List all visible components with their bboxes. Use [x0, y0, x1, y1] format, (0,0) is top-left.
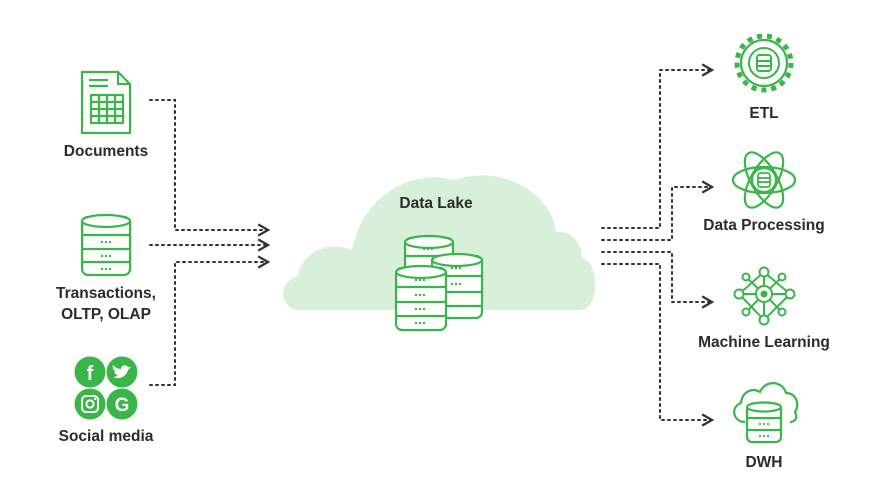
data-lake-database-icon: [394, 234, 484, 332]
neural-network-icon: [733, 266, 796, 326]
connector-social-media: [149, 255, 271, 386]
twitter-icon: [106, 356, 138, 388]
destination-label-dwh: DWH: [745, 454, 783, 471]
social-media-icons: f G: [74, 356, 138, 420]
source-label-transactions-line2: OLTP, OLAP: [61, 306, 151, 323]
connector-etl: [601, 63, 715, 229]
destination-label-data-processing: Data Processing: [703, 217, 825, 234]
source-label-documents: Documents: [63, 143, 149, 160]
atom-database-icon: [731, 151, 797, 209]
instagram-icon: [74, 388, 106, 420]
destination-label-machine-learning: Machine Learning: [698, 334, 830, 351]
source-label-transactions-line1: Transactions,: [56, 285, 156, 302]
destination-label-etl: ETL: [749, 105, 779, 122]
spreadsheet-document-icon: [80, 70, 132, 135]
gear-database-icon: [734, 33, 794, 93]
destination-connectors: [601, 63, 715, 427]
database-stack-icon: [80, 213, 132, 277]
database-dots: [414, 247, 462, 325]
connector-data-processing: [601, 180, 715, 241]
connector-documents: [149, 99, 271, 237]
svg-text:f: f: [87, 363, 94, 385]
source-connectors: [149, 99, 271, 386]
connector-dwh: [601, 263, 715, 427]
svg-text:G: G: [115, 395, 130, 416]
source-label-social-media: Social media: [58, 428, 154, 445]
facebook-icon: f: [74, 356, 106, 388]
data-lake-title: Data Lake: [399, 195, 473, 212]
cloud-database-icon: [733, 382, 799, 444]
google-icon: G: [106, 388, 138, 420]
connector-machine-learning: [601, 251, 715, 309]
